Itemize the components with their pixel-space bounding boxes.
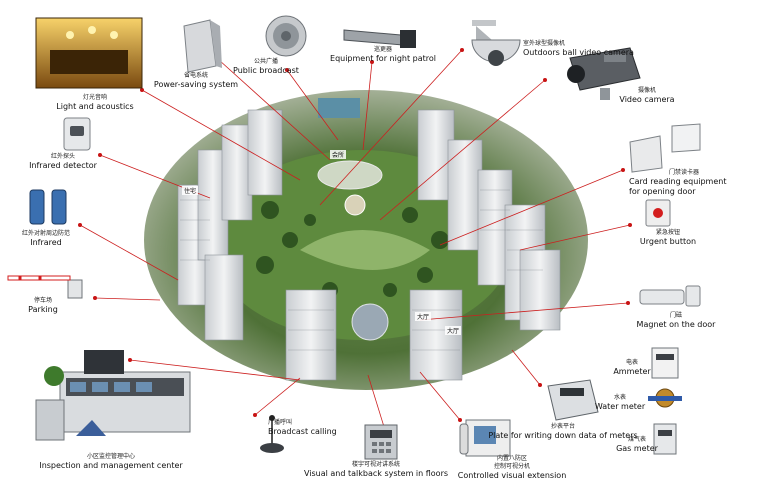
infrared-detector-icon <box>63 117 91 151</box>
lobby-map-label: 大厅 <box>445 326 462 335</box>
concert-hall-photo <box>35 17 143 89</box>
dome-camera-icon <box>471 20 521 66</box>
door-intercom-panel-icon <box>364 424 398 460</box>
apartment-map-label: 住宅 <box>182 186 199 195</box>
door-magnet-icon <box>639 285 701 307</box>
ammeter-icon <box>651 347 679 379</box>
water-meter-icon <box>648 388 682 408</box>
ceiling-speaker-icon <box>265 15 307 57</box>
video-extension-phone-icon <box>459 419 511 457</box>
card-reader-icon <box>629 123 701 173</box>
parking-barrier-icon <box>7 275 83 299</box>
box-camera-icon <box>567 47 641 100</box>
residential-community-map <box>144 90 588 390</box>
leader-lines <box>79 49 631 431</box>
meter-plate-keypad-icon <box>547 379 599 421</box>
power-saving-cabinet-icon <box>183 19 222 73</box>
infrared-beam-icon <box>29 189 67 225</box>
broadcast-microphone-icon <box>260 415 284 453</box>
monitoring-console-icon <box>35 350 191 441</box>
urgent-button-icon <box>645 199 671 227</box>
gas-meter-icon <box>653 423 677 455</box>
patrol-wand-icon <box>343 29 416 48</box>
hall-map-label: 大厅 <box>415 312 432 321</box>
connection-dots <box>78 48 632 432</box>
club-map-label: 会所 <box>330 150 347 159</box>
